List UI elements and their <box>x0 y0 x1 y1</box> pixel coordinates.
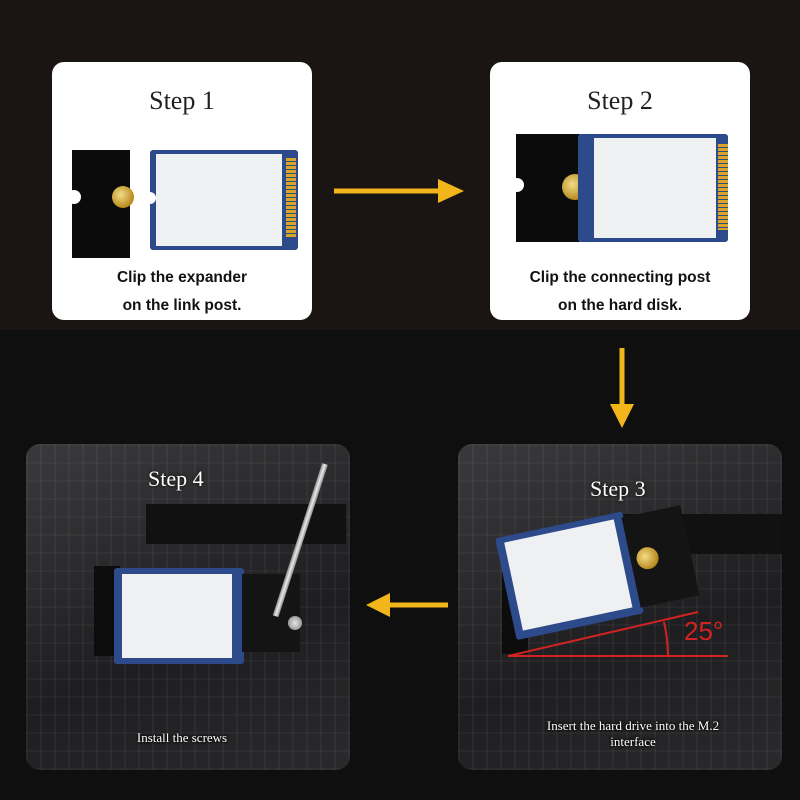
step1-card: Step 1 Clip the expander on the link pos… <box>52 62 312 320</box>
arrow-left-icon <box>366 593 448 617</box>
step4-caption: Install the screws <box>136 730 228 745</box>
ssd-label <box>594 138 716 238</box>
step1-caption: Clip the expander on the link post. <box>52 264 312 320</box>
motherboard-slot <box>146 504 346 544</box>
step3-photo: Step 3 25° Insert the hard drive into th… <box>458 444 782 770</box>
step2-title: Step 2 <box>587 86 653 115</box>
arrow-down-icon <box>610 348 634 428</box>
step3-caption: Insert the hard drive into the M.2 inter… <box>498 718 768 750</box>
installed-expander <box>242 574 300 652</box>
step1-title: Step 1 <box>149 86 215 115</box>
arrow-right-icon <box>334 179 464 203</box>
step2-caption-line1: Clip the connecting post <box>529 269 711 286</box>
step3-caption-line2: interface <box>610 734 656 749</box>
ssd-connector <box>286 158 296 238</box>
link-post <box>112 186 134 208</box>
step4-title: Step 4 <box>148 466 204 491</box>
expander-notch <box>510 178 524 192</box>
step2-caption-line2: on the hard disk. <box>557 297 682 314</box>
step4-photo: Step 4 Install the screws <box>26 444 350 770</box>
installed-ssd-label <box>122 574 232 658</box>
ssd-label <box>156 154 282 246</box>
screw <box>288 616 302 630</box>
angle-indicator <box>507 611 728 657</box>
step1-caption-line1: Clip the expander <box>116 269 248 286</box>
expander-notch <box>67 190 81 204</box>
step3-caption-line1: Insert the hard drive into the M.2 <box>546 718 720 733</box>
step2-caption: Clip the connecting post on the hard dis… <box>490 264 750 320</box>
step3-title: Step 3 <box>590 476 646 501</box>
angle-label: 25° <box>684 616 724 646</box>
ssd-mount-notch <box>144 192 156 204</box>
step1-caption-line2: on the link post. <box>122 297 242 314</box>
step2-card: Step 2 Clip the connecting post on the h… <box>490 62 750 320</box>
ssd-connector <box>718 144 728 230</box>
